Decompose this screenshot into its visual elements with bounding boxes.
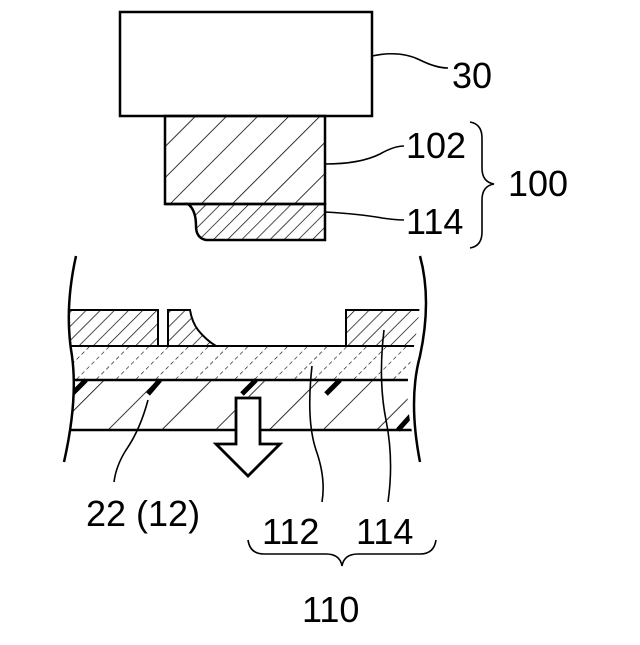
layer-102 <box>165 116 325 204</box>
block-30 <box>120 12 372 116</box>
layer-112 <box>40 346 460 380</box>
pad-114-middle <box>168 310 216 346</box>
label-114-bottom: 114 <box>356 511 413 552</box>
label-102: 102 <box>406 125 466 166</box>
break-line-right <box>414 256 426 462</box>
leader-102 <box>325 146 404 164</box>
label-100: 100 <box>508 163 568 204</box>
pad-114-right <box>346 310 456 346</box>
label-30: 30 <box>452 55 492 96</box>
label-114-top: 114 <box>406 201 463 242</box>
layer-114-top <box>188 204 325 240</box>
label-112: 112 <box>262 511 319 552</box>
bracket-100 <box>470 122 494 248</box>
leader-30 <box>372 54 448 68</box>
pad-114-left <box>40 310 158 346</box>
label-110: 110 <box>302 589 359 630</box>
leader-114-top <box>325 212 404 220</box>
label-22-12: 22 (12) <box>86 493 200 534</box>
